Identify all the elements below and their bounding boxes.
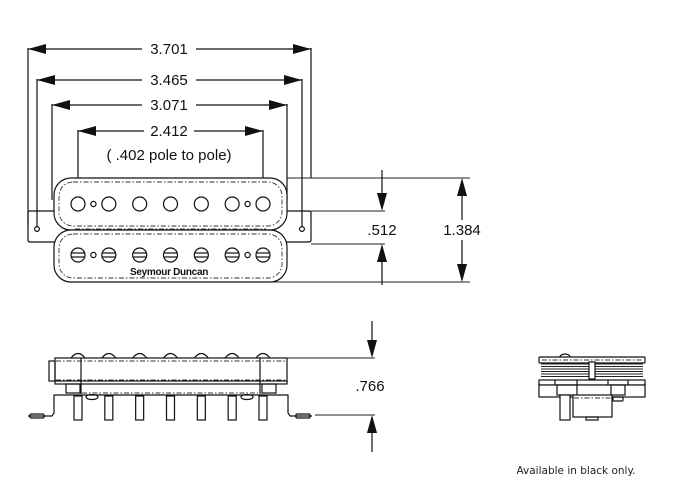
pole-top — [193, 352, 209, 359]
availability-note: Available in black only. — [516, 465, 635, 477]
brand-logo: Seymour Duncan — [130, 267, 208, 278]
leg — [227, 395, 237, 421]
pole-top — [224, 352, 240, 359]
front-baseplate — [28, 394, 312, 417]
arrowhead — [37, 75, 55, 85]
screw-pole — [132, 247, 148, 263]
leg — [196, 395, 206, 421]
pole-spacing-note: ( .402 pole to pole) — [106, 147, 231, 164]
mounting-ear-left — [27, 210, 56, 243]
pole-top — [132, 352, 148, 359]
mounting-hole-right — [299, 226, 306, 233]
dimension-label-overall-width: 1.384 — [443, 222, 481, 239]
screw-pole — [101, 247, 117, 263]
mounting-hole-left — [33, 226, 40, 233]
dimension-label-bobbin-width: .512 — [367, 222, 396, 239]
arrowhead — [457, 178, 467, 196]
pole-top — [70, 352, 86, 359]
dimension-label-height: .766 — [355, 378, 384, 395]
dimension-label-overall-length: 3.701 — [150, 41, 188, 58]
slug-pole — [224, 196, 240, 212]
leg — [135, 395, 145, 421]
pole-top — [163, 352, 178, 359]
screw-pole — [162, 247, 179, 263]
slug-pole — [70, 196, 86, 212]
arrowhead — [377, 193, 387, 211]
slug-pole — [132, 196, 148, 212]
arrowhead — [377, 244, 387, 262]
dimension-height: .766 — [355, 321, 385, 452]
arrowhead — [269, 100, 287, 110]
arrowhead — [367, 415, 377, 433]
dimension-pole-span: 2.412 ( .402 pole to pole) — [77, 123, 264, 202]
slug-pole-row — [70, 196, 271, 212]
dimension-cover-length: 3.071 — [51, 97, 288, 200]
pole-top — [255, 352, 271, 359]
arrowhead — [245, 126, 263, 136]
mounting-ear-right — [283, 210, 312, 243]
leg — [258, 395, 268, 421]
dimension-label-pole-span: 2.412 — [150, 123, 188, 140]
screw-pole-row — [70, 247, 271, 263]
leg — [73, 395, 83, 421]
slug-pole — [255, 196, 271, 212]
arrowhead — [284, 75, 302, 85]
dimension-bobbin-width: .512 — [367, 170, 397, 285]
screw-pole — [224, 247, 240, 263]
pickup-top-view: Seymour Duncan — [27, 177, 470, 283]
screw-pole — [255, 247, 271, 263]
dimension-label-mounting-hole-spacing: 3.465 — [150, 72, 188, 89]
front-cover — [54, 357, 288, 383]
arrowhead — [367, 340, 377, 358]
slug-pole — [193, 196, 209, 212]
marker-hole — [244, 251, 251, 259]
slug-pole — [162, 196, 179, 212]
arrowhead — [28, 44, 46, 54]
screw-pole — [193, 247, 209, 263]
pole-top — [101, 352, 117, 359]
screw-pole — [70, 247, 86, 263]
marker-hole — [90, 251, 97, 259]
slug-pole — [101, 196, 117, 212]
marker-hole — [244, 200, 251, 208]
dimension-overall-length: 3.701 — [27, 41, 312, 225]
pickup-side-view — [538, 353, 646, 421]
arrowhead — [52, 100, 70, 110]
pickup-front-view — [28, 352, 375, 421]
dimension-mounting-hole-spacing: 3.465 — [36, 72, 303, 232]
leg — [104, 395, 114, 421]
arrowhead — [78, 126, 96, 136]
dimension-overall-width: 1.384 — [443, 178, 481, 282]
leg — [165, 395, 176, 421]
arrowhead — [457, 264, 467, 282]
arrowhead — [293, 44, 311, 54]
marker-hole — [90, 200, 97, 208]
dimension-label-cover-length: 3.071 — [150, 97, 188, 114]
